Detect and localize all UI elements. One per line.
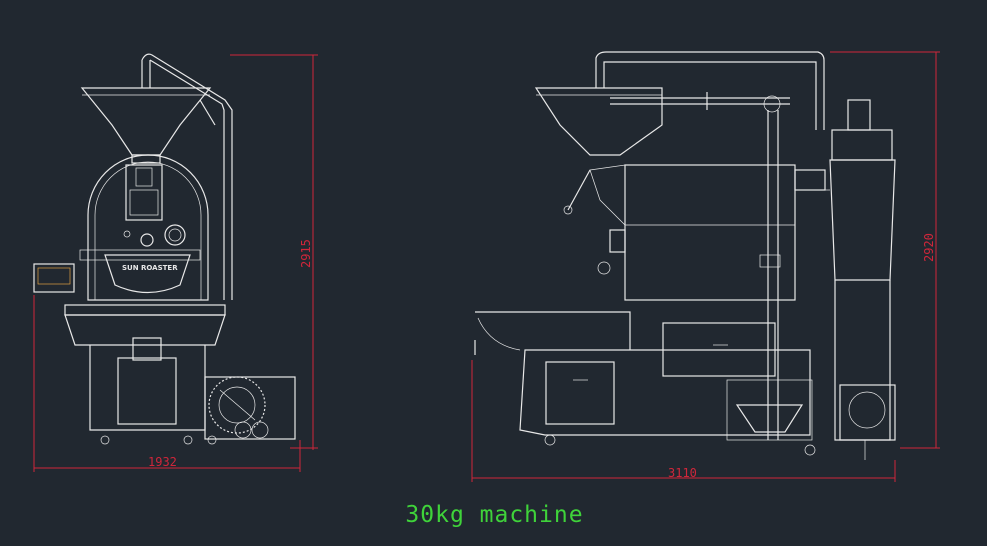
side-width-dimension: 3110	[668, 466, 697, 480]
front-width-dimension: 1932	[148, 455, 177, 469]
side-view-dimensions: 3110 2920	[471, 51, 940, 482]
front-view-dimensions: 1932 2915	[33, 54, 318, 472]
front-height-dimension: 2915	[299, 239, 313, 268]
side-height-dimension: 2920	[922, 233, 936, 262]
logo-text: SUN ROASTER	[122, 264, 178, 272]
side-view-machine	[474, 51, 896, 460]
caption-text: 30kg machine	[405, 502, 584, 528]
drawing-caption: 30kg machine	[0, 502, 987, 528]
front-view-machine: SUN ROASTER	[33, 53, 296, 445]
